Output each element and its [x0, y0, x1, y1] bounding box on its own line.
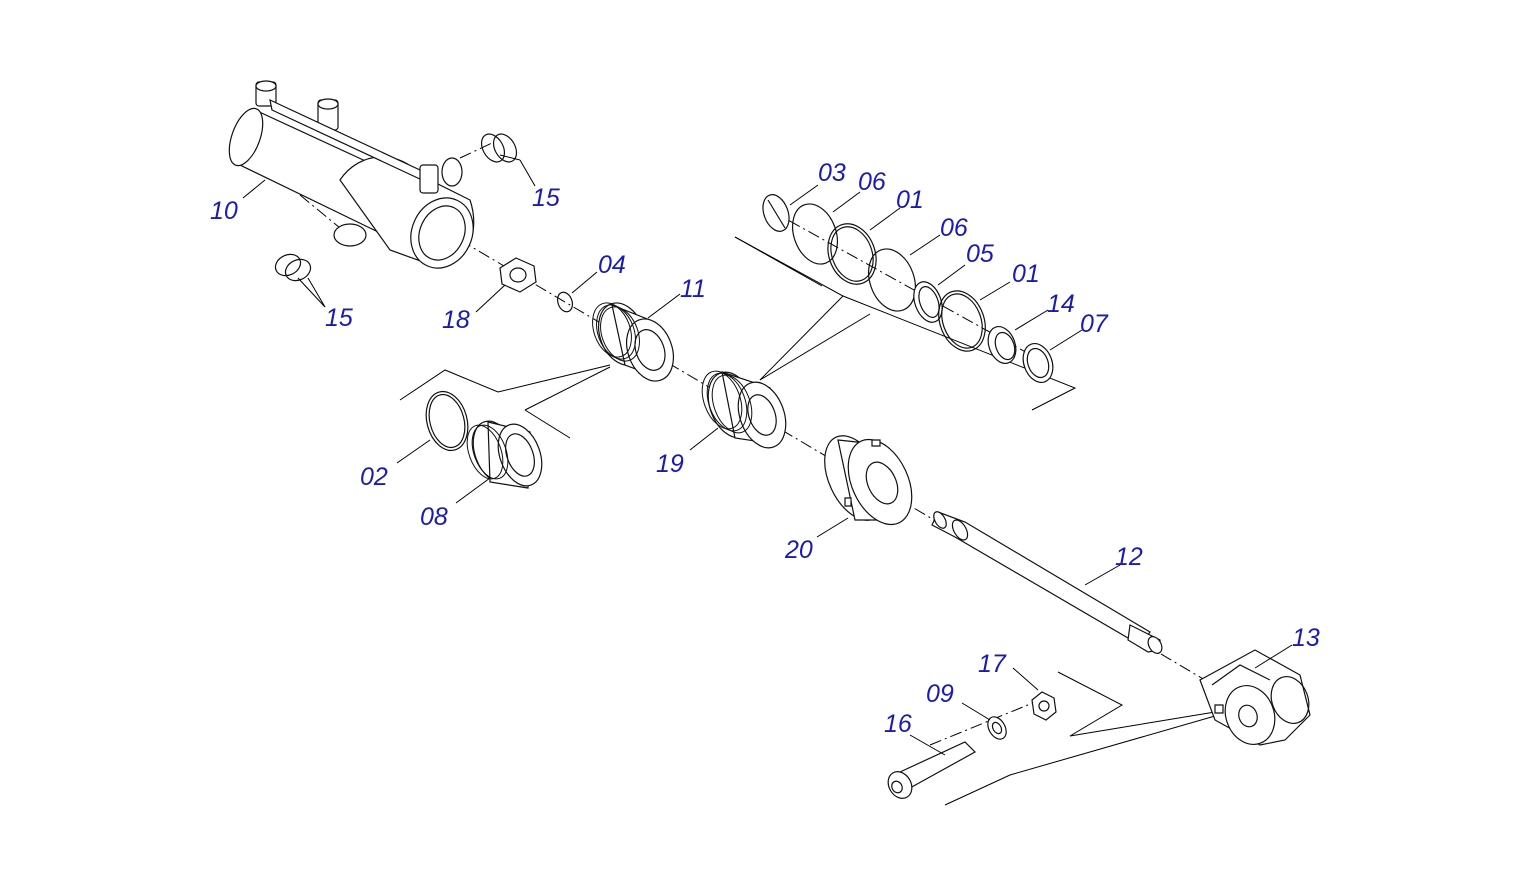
part-12-piston-rod — [931, 510, 1165, 656]
callout-06-first: 06 — [858, 168, 886, 196]
part-05-seal — [909, 278, 948, 326]
part-06-backup-ring-2 — [860, 242, 923, 317]
part-15-o-rings-upper — [477, 130, 521, 166]
part-20-lock-nut — [812, 426, 924, 534]
part-10-cylinder-barrel — [223, 81, 485, 278]
part-16-pin — [883, 742, 975, 803]
part-19-gland — [695, 366, 794, 455]
callout-14: 14 — [1047, 290, 1075, 318]
callout-17: 17 — [978, 650, 1007, 678]
callout-03: 03 — [818, 159, 846, 187]
part-01-seal-1 — [820, 217, 884, 291]
callout-04: 04 — [598, 251, 626, 279]
callout-01-second: 01 — [1012, 260, 1040, 288]
callout-02: 02 — [360, 463, 388, 491]
callout-16: 16 — [884, 710, 912, 738]
part-14-guide-ring — [983, 323, 1020, 368]
part-17-nut — [1032, 692, 1056, 720]
callout-10: 10 — [210, 197, 238, 225]
part-01-seal-2 — [931, 284, 994, 357]
callout-13: 13 — [1292, 624, 1320, 652]
part-08-bushing — [460, 415, 549, 492]
callout-07: 07 — [1080, 310, 1109, 338]
leader-lines — [242, 154, 1293, 756]
part-15-o-rings-lower — [272, 250, 314, 284]
part-07-scraper — [1018, 339, 1058, 386]
callout-06-second: 06 — [940, 214, 968, 242]
part-09-washer — [984, 714, 1010, 743]
callout-15-upper: 15 — [532, 184, 560, 212]
callout-05: 05 — [966, 240, 994, 268]
callout-18: 18 — [442, 306, 470, 334]
part-11-piston-head — [586, 296, 682, 387]
callout-12: 12 — [1115, 543, 1143, 571]
group-brackets — [399, 236, 1216, 806]
callout-15-lower: 15 — [325, 304, 353, 332]
callout-19: 19 — [656, 450, 684, 478]
part-18-nut — [500, 258, 536, 292]
callout-11: 11 — [680, 275, 706, 303]
callout-09: 09 — [926, 680, 954, 708]
callout-01-first: 01 — [896, 186, 924, 214]
part-06-backup-ring-1 — [785, 198, 846, 271]
part-04-small-o-ring — [555, 290, 575, 314]
callout-20: 20 — [784, 536, 813, 564]
part-13-rod-end-clevis — [1200, 650, 1315, 751]
callout-08: 08 — [420, 503, 448, 531]
part-03-wiper — [758, 191, 794, 235]
callout-labels: 10 15 15 18 04 11 02 08 19 20 12 13 03 0… — [210, 159, 1320, 738]
part-02-ring — [420, 387, 474, 455]
